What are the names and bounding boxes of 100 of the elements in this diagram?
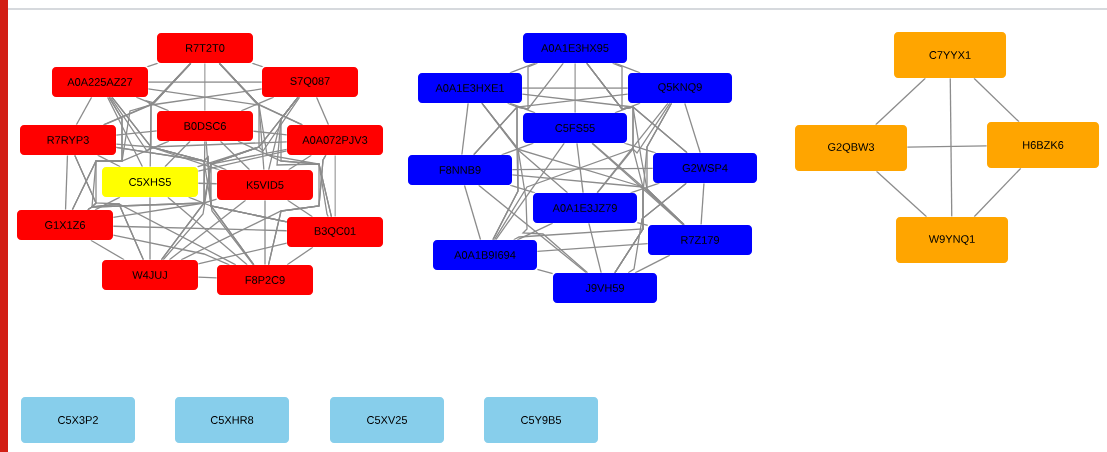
- connector-line: [627, 182, 687, 274]
- protein-node: K5VID5: [217, 170, 313, 200]
- connector-line: [907, 145, 987, 148]
- connector-line: [251, 62, 264, 68]
- protein-node: A0A1B9I694: [433, 240, 537, 270]
- connector-line: [634, 254, 671, 274]
- connector-line: [493, 102, 671, 241]
- protein-node: R7T2T0: [157, 33, 253, 63]
- connector-line: [574, 63, 576, 113]
- connector-line: [164, 140, 191, 168]
- connector-line: [481, 102, 589, 274]
- connector-line: [115, 130, 158, 136]
- connector-line: [536, 268, 554, 275]
- connector-line: [94, 196, 121, 211]
- protein-node: G2WSP4: [653, 153, 757, 183]
- connector-line: [286, 246, 314, 266]
- connector-line: [90, 239, 125, 261]
- connector-line: [112, 198, 218, 219]
- protein-node: A0A1E3HX95: [523, 33, 627, 63]
- connector-line: [87, 148, 288, 211]
- protein-node: C5X3P2: [21, 397, 135, 443]
- connector-line: [522, 87, 628, 89]
- connector-line: [135, 96, 170, 112]
- connector-line: [74, 154, 237, 266]
- connector-line: [511, 167, 654, 171]
- protein-node: F8NNB9: [408, 155, 512, 185]
- connector-line: [576, 143, 584, 193]
- connector-line: [147, 88, 303, 126]
- protein-node: C5FS55: [523, 113, 627, 143]
- connector-line: [64, 155, 69, 210]
- connector-line: [875, 77, 926, 126]
- connector-line: [700, 183, 705, 225]
- connector-line: [500, 142, 535, 156]
- protein-node: A0A225AZ27: [52, 67, 148, 97]
- connector-line: [973, 77, 1020, 123]
- protein-node: G1X1Z6: [17, 210, 113, 240]
- protein-node: B3QC01: [287, 217, 383, 247]
- connector-line: [536, 243, 649, 252]
- protein-node: A0A072PJV3: [287, 125, 383, 155]
- connector-line: [973, 167, 1022, 218]
- protein-node: J9VH59: [553, 273, 657, 303]
- connector-line: [521, 93, 688, 154]
- connector-line: [97, 154, 121, 168]
- connector-line: [516, 222, 554, 241]
- protein-node: H6BZK6: [987, 122, 1099, 168]
- protein-node: A0A1E3HXE1: [418, 73, 522, 103]
- connector-line: [112, 225, 288, 232]
- connector-line: [197, 276, 218, 279]
- connector-line: [148, 81, 262, 83]
- connector-line: [188, 196, 288, 223]
- connector-line: [197, 182, 218, 185]
- protein-node: S7Q087: [262, 67, 358, 97]
- protein-node: C7YYX1: [894, 32, 1006, 78]
- connector-line: [240, 96, 275, 112]
- connector-line: [237, 140, 329, 218]
- connector-line: [106, 96, 144, 168]
- protein-node: C5XHR8: [175, 397, 289, 443]
- connector-line: [463, 185, 482, 240]
- connector-line: [288, 154, 312, 171]
- connector-line: [461, 103, 469, 155]
- connector-line: [112, 234, 230, 266]
- connector-line: [509, 184, 536, 194]
- protein-node: G2QBW3: [795, 125, 907, 171]
- protein-node: C5XV25: [330, 397, 444, 443]
- connector-line: [623, 142, 657, 154]
- protein-node: F8P2C9: [217, 265, 313, 295]
- connector-line: [596, 102, 669, 194]
- connector-line: [160, 140, 206, 261]
- connector-line: [473, 93, 629, 156]
- connector-line: [511, 174, 685, 226]
- connector-line: [219, 140, 251, 171]
- protein-node: C5XHS5: [102, 167, 198, 197]
- connector-line: [315, 97, 330, 125]
- connector-line: [197, 242, 288, 265]
- connector-line: [149, 197, 151, 260]
- connector-line: [205, 140, 255, 266]
- connector-line: [75, 97, 93, 125]
- connector-line: [636, 221, 649, 227]
- connector-line: [495, 142, 565, 241]
- connector-line: [629, 182, 661, 194]
- connector-line: [252, 130, 288, 136]
- connector-line: [264, 200, 266, 265]
- connector-line: [204, 63, 206, 111]
- connector-line: [684, 103, 701, 153]
- connector-line: [614, 102, 641, 114]
- connector-line: [949, 78, 953, 217]
- connector-line: [197, 150, 288, 172]
- connector-line: [103, 88, 263, 126]
- connector-line: [875, 170, 928, 218]
- protein-node: C5Y9B5: [484, 397, 598, 443]
- connector-line: [588, 223, 602, 273]
- connector-line: [267, 154, 327, 266]
- connector-line: [146, 62, 159, 68]
- connector-line: [478, 184, 587, 274]
- protein-node: R7RYP3: [20, 125, 116, 155]
- connector-line: [334, 155, 336, 217]
- protein-node: B0DSC6: [157, 111, 253, 141]
- connector-line: [287, 199, 313, 218]
- protein-node: A0A1E3JZ79: [533, 193, 637, 223]
- connector-line: [591, 142, 644, 274]
